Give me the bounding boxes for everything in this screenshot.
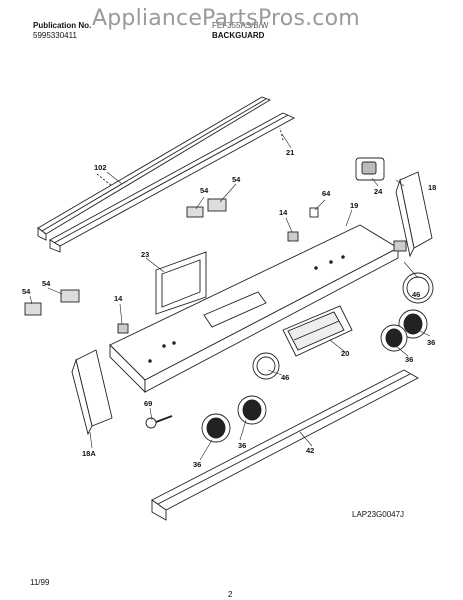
part-18-end-cap bbox=[395, 171, 433, 258]
part-102-trim bbox=[37, 96, 272, 241]
label-36-center-right: 36 bbox=[405, 355, 413, 364]
label-46-right: 46 bbox=[412, 290, 420, 299]
label-102: 102 bbox=[94, 163, 107, 172]
footer-date: 11/99 bbox=[30, 578, 50, 587]
label-20: 20 bbox=[341, 349, 349, 358]
label-36-lower-left: 36 bbox=[193, 460, 201, 469]
part-42-trim bbox=[151, 369, 419, 521]
part-24-switch bbox=[355, 157, 385, 181]
label-21: 21 bbox=[286, 148, 294, 157]
leader-lines bbox=[29, 133, 431, 461]
part-46-knob-center bbox=[252, 352, 280, 380]
part-36-knob-center-right bbox=[380, 324, 408, 352]
label-18a: 18A bbox=[82, 449, 96, 458]
publication-number: 5995330411 bbox=[33, 31, 77, 40]
part-14-clip-left bbox=[117, 323, 129, 334]
part-19-panel bbox=[109, 224, 399, 394]
part-23-bracket bbox=[155, 251, 207, 315]
label-36-right: 36 bbox=[427, 338, 435, 347]
label-36-lower-center: 36 bbox=[238, 441, 246, 450]
label-54-far-left: 54 bbox=[22, 287, 31, 296]
label-54-left: 54 bbox=[42, 279, 51, 288]
publication-label: Publication No. bbox=[33, 21, 92, 30]
part-46-knob-right bbox=[402, 272, 434, 304]
part-69-screw bbox=[145, 415, 173, 429]
part-14-clip-right bbox=[287, 231, 299, 242]
part-21-trim bbox=[49, 112, 296, 253]
label-69: 69 bbox=[144, 399, 152, 408]
label-14-left: 14 bbox=[114, 294, 123, 303]
label-18: 18 bbox=[428, 183, 436, 192]
part-54-brackets bbox=[24, 198, 227, 316]
part-64-clip bbox=[309, 207, 319, 218]
label-54-top: 54 bbox=[232, 175, 241, 184]
model-code: FEF355AS/B/W bbox=[212, 21, 269, 30]
part-switch-small bbox=[393, 240, 407, 252]
label-46-center: 46 bbox=[281, 373, 289, 382]
label-14-right: 14 bbox=[279, 208, 288, 217]
section-title: BACKGUARD bbox=[212, 31, 265, 40]
label-42: 42 bbox=[306, 446, 314, 455]
label-24: 24 bbox=[374, 187, 383, 196]
label-23: 23 bbox=[141, 250, 149, 259]
watermark-text: AppliancePartsPros.com bbox=[92, 6, 360, 31]
label-19: 19 bbox=[350, 201, 358, 210]
diagram-code: LAP23G0047J bbox=[352, 510, 405, 519]
part-36-knob-lower-left bbox=[201, 413, 231, 443]
part-36-knob-lower-center bbox=[237, 395, 267, 425]
label-64: 64 bbox=[322, 189, 331, 198]
label-54-mid: 54 bbox=[200, 186, 209, 195]
part-number-labels: 102 21 24 18 64 19 54 54 14 23 54 54 14 … bbox=[22, 148, 436, 469]
footer-page: 2 bbox=[228, 590, 233, 599]
part-18a-end-cap bbox=[71, 349, 113, 436]
part-20-clock bbox=[282, 305, 353, 357]
